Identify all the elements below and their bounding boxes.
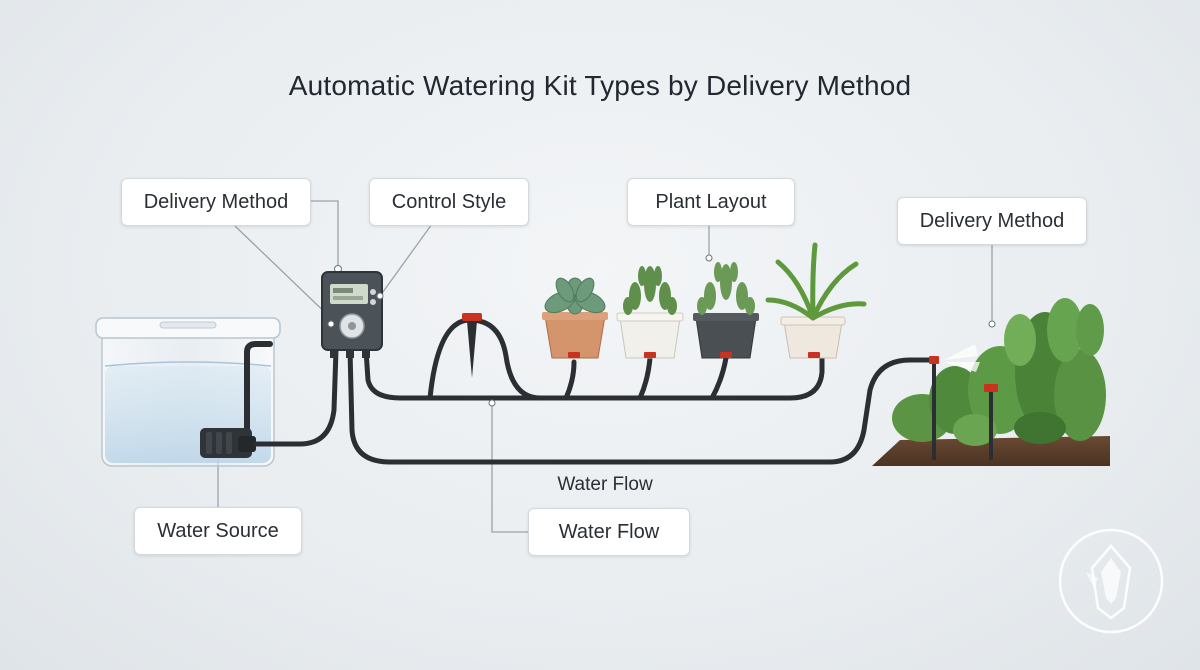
tube-main-lower [347,347,937,465]
drip-stake-2 [984,384,998,460]
tube-to-pot-3 [709,355,729,401]
leader-delivery-left [234,225,336,323]
callout-delivery-method-right: Delivery Method [897,197,1087,245]
tubing [253,317,937,465]
page-title: Automatic Watering Kit Types by Delivery… [288,70,912,101]
callout-water-flow: Water Flow [528,508,690,556]
shield-emblem-icon [1058,528,1164,634]
sprinkler-spray [944,344,980,372]
lid-handle [159,321,217,329]
pot-fern [765,242,867,359]
tube-main-upper [363,347,825,401]
callout-control-style: Control Style [369,178,529,226]
leader-control-style [379,223,433,297]
pot-succulent [542,277,608,359]
garden-bed [872,298,1110,466]
tube-to-pot-1 [563,359,577,401]
water-flow-caption: Water Flow [557,474,653,495]
tube-to-pot-2 [637,355,653,401]
leader-water-flow [491,403,528,533]
leader-delivery-left-to-top [308,200,339,268]
tube-loop-stake [427,317,543,401]
callout-plant-layout: Plant Layout [627,178,795,226]
callout-delivery-method-left: Delivery Method [121,178,311,226]
drip-stake-1 [929,356,939,460]
junction-points [488,254,996,407]
water-tank [95,317,281,467]
timer-controller-icon [321,265,384,358]
tube-pump-to-controller [253,347,339,447]
stake-emitter [462,313,482,378]
pot-herb-white [616,266,684,359]
leader-lines [217,200,993,533]
tank-water-surface [104,361,272,367]
foliage [892,298,1106,446]
pot-row [542,242,867,359]
pump-icon [200,341,273,458]
pot-herb-dark [693,262,759,359]
callout-water-source: Water Source [134,507,302,555]
